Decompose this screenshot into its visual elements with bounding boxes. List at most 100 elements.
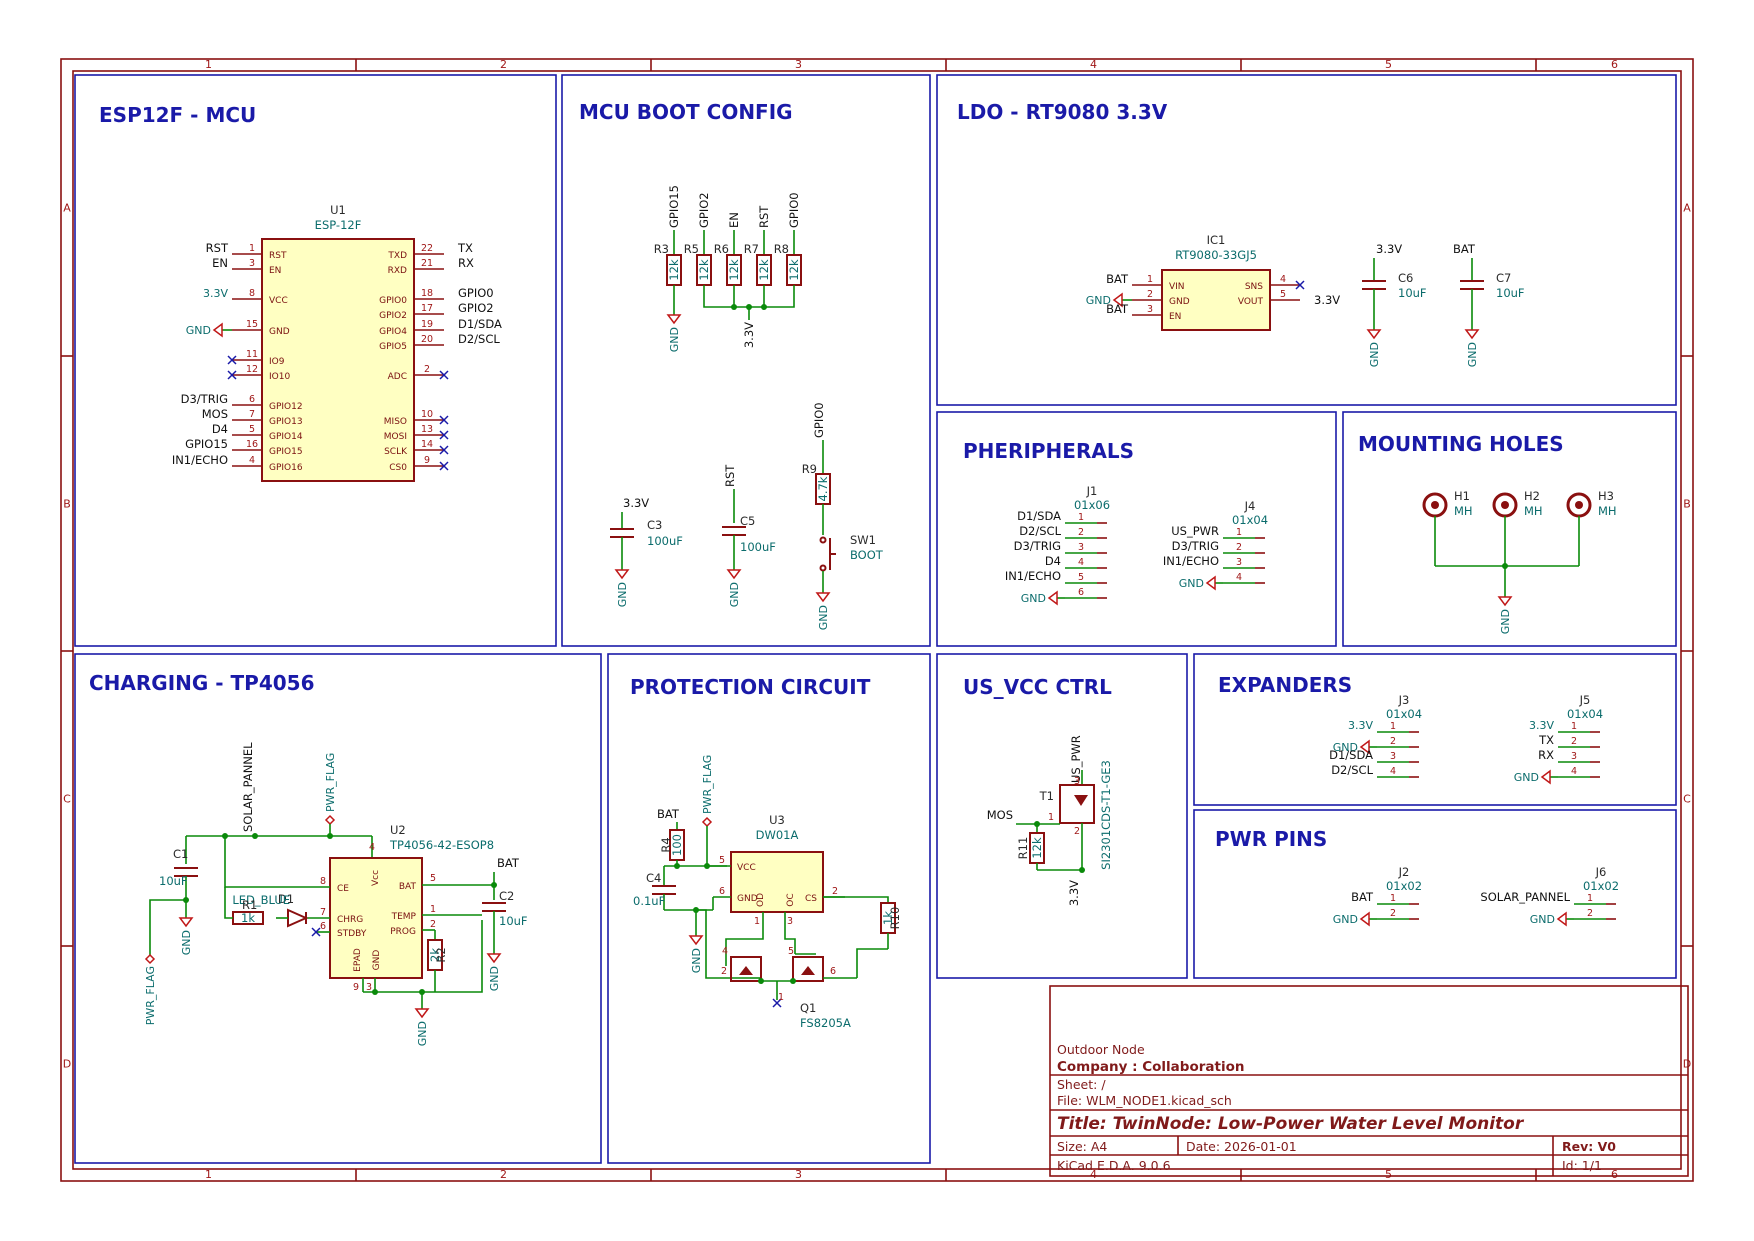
- u1-body: [261, 238, 415, 482]
- r2-ref: R2: [434, 947, 448, 962]
- u1-pin-number: 9: [424, 455, 430, 466]
- resistor-value: 12k: [727, 259, 741, 281]
- no-connect-marker: [772, 998, 782, 1008]
- sw1-actuator: [829, 538, 836, 570]
- wire: [224, 887, 233, 919]
- j2-ref: J2: [1398, 865, 1410, 879]
- ic1-pin-number: 3: [1147, 304, 1153, 315]
- u1-pin-name: GPIO12: [269, 402, 303, 412]
- boot-net-label: GPIO15: [667, 185, 681, 228]
- d1-value: LED_BLUE: [232, 893, 290, 907]
- outer-border: [60, 58, 1694, 1182]
- u1-pin-name: EN: [269, 266, 281, 276]
- bat-label: BAT: [497, 856, 520, 870]
- sw1-value: BOOT: [850, 548, 884, 562]
- section-pwrpins-title: PWR PINS: [1215, 827, 1327, 851]
- boot-resistor-ref: R3: [654, 242, 669, 256]
- u1-pin-number: 21: [421, 258, 433, 269]
- ic1-pin-number: 5: [1280, 289, 1286, 300]
- ground-symbol: [1359, 911, 1370, 927]
- u1-pin-number: 14: [421, 439, 433, 450]
- q1-value: FS8205A: [800, 1016, 851, 1030]
- u1-net-label: GPIO0: [458, 286, 494, 300]
- connector-pin-number: 1: [1390, 721, 1396, 732]
- gnd-label: GND: [690, 948, 703, 973]
- u1-pin-name: GPIO5: [379, 342, 407, 352]
- u1-pin-number: 5: [249, 424, 255, 435]
- ic1-net-label: BAT: [1106, 302, 1129, 316]
- gnd-label: GND: [1514, 771, 1539, 784]
- u1-pin-number: 3: [249, 258, 255, 269]
- column-label: 4: [1090, 1168, 1097, 1181]
- c4-value: 0.1uF: [633, 894, 665, 908]
- connector-pin-number: 3: [1236, 557, 1242, 568]
- c6-value: 10uF: [1398, 286, 1427, 300]
- column-label: 4: [1090, 58, 1097, 71]
- u3-body: [730, 851, 824, 913]
- no-connect-marker: [439, 430, 449, 440]
- c3-3v3-label: 3.3V: [623, 496, 649, 510]
- section-holes-box: [1342, 411, 1677, 647]
- connector-net-label: US_PWR: [1171, 524, 1219, 538]
- connector-pin-number: 1: [1390, 893, 1396, 904]
- mounting-hole-ref: H1: [1454, 489, 1470, 503]
- u1-pin-number: 18: [421, 288, 433, 299]
- section-holes-title: MOUNTING HOLES: [1358, 432, 1564, 456]
- resistor-value: 12k: [1030, 837, 1044, 859]
- resistor-value: 4.7k: [816, 476, 830, 501]
- schematic-content: U1ESP-12F1RSTRST3ENEN8VCC3.3V15GNDGND11I…: [144, 185, 1619, 1046]
- u1-pin-name: IO9: [269, 357, 285, 367]
- section-usvcc-box: [936, 653, 1188, 979]
- gnd-label: GND: [1333, 913, 1358, 926]
- gnd-label: GND: [1179, 577, 1204, 590]
- ic1-pin-name: GND: [1169, 297, 1190, 307]
- mounting-hole-center: [1575, 501, 1583, 509]
- connector-pin-number: 2: [1390, 908, 1396, 919]
- u2-pin-number: 6: [320, 921, 326, 932]
- mos-label: MOS: [987, 808, 1013, 822]
- c2-value: 10uF: [499, 914, 528, 928]
- section-boot-box: [561, 74, 931, 647]
- tb-company: Company : Collaboration: [1057, 1059, 1244, 1075]
- u1-value: ESP-12F: [315, 218, 362, 232]
- u1-pin-number: 11: [246, 349, 258, 360]
- u2-body: [329, 857, 423, 979]
- ic1-ref: IC1: [1207, 233, 1226, 247]
- column-label: 1: [205, 58, 212, 71]
- ground-symbol: [1359, 739, 1370, 755]
- resistor-value: 1k: [881, 911, 895, 925]
- ic1-pin-name: VOUT: [1238, 297, 1264, 307]
- section-expanders-title: EXPANDERS: [1218, 673, 1352, 697]
- ground-symbol: [1464, 329, 1480, 340]
- section-mcu-title: ESP12F - MCU: [99, 103, 256, 127]
- u2-pin-name: BAT: [399, 882, 417, 892]
- no-connect-marker: [227, 370, 237, 380]
- j5-value: 01x04: [1567, 707, 1603, 721]
- u3-value: DW01A: [756, 828, 799, 842]
- connector-pin-number: 1: [1236, 527, 1242, 538]
- boot-net-label: EN: [727, 212, 741, 228]
- section-mcu-box: [74, 74, 557, 647]
- no-connect-marker: [439, 415, 449, 425]
- gnd-label: GND: [186, 324, 211, 337]
- junction-dot: [790, 978, 796, 984]
- ic1-net-label: 3.3V: [1314, 293, 1340, 307]
- section-periph-title: PHERIPHERALS: [963, 439, 1134, 463]
- u2-pin-number: 5: [430, 873, 436, 884]
- connector-pin-number: 2: [1571, 736, 1577, 747]
- connector-net-label: IN1/ECHO: [1005, 569, 1061, 583]
- row-label: D: [1683, 1058, 1691, 1071]
- pwr-flag-label: PWR_FLAG: [701, 755, 714, 814]
- connector-net-label: D2/SCL: [1019, 524, 1061, 538]
- solar-panel-label: SOLAR_PANNEL: [241, 742, 255, 832]
- connector-net-label: D1/SDA: [1017, 509, 1061, 523]
- row-label: C: [1683, 793, 1691, 806]
- connector-net-label: BAT: [1351, 890, 1374, 904]
- wire: [823, 896, 889, 903]
- column-label: 1: [205, 1168, 212, 1181]
- u1-pin-number: 8: [249, 288, 255, 299]
- tb-date: Date: 2026-01-01: [1186, 1139, 1297, 1154]
- j6-ref: J6: [1595, 865, 1607, 879]
- junction-dot: [372, 989, 378, 995]
